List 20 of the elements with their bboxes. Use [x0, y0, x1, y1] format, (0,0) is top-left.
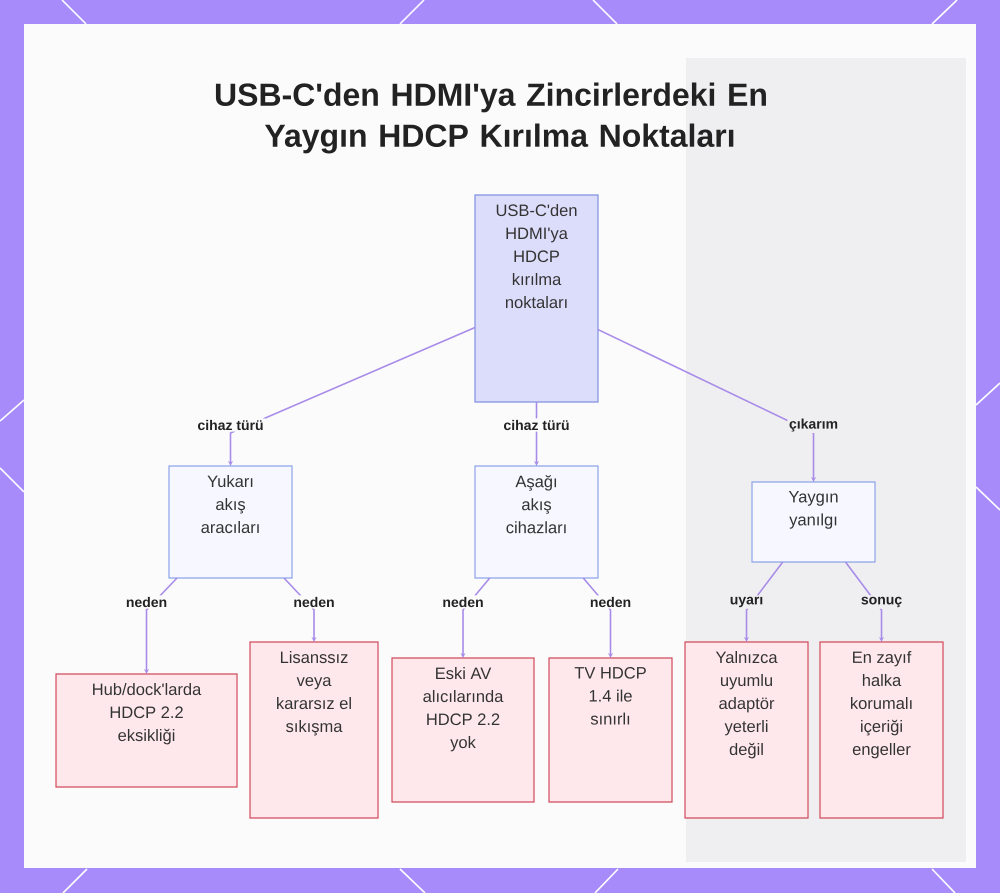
category-box: Aşağı akış cihazları [474, 465, 599, 579]
edge-label: neden [588, 595, 633, 609]
edge-label: çıkarım [788, 416, 840, 434]
category-box: Yukarı akış aracıları [168, 465, 293, 579]
cause-box: Eski AV alıcılarında HDCP 2.2 yok [391, 657, 535, 803]
edge-label: uyarı [728, 595, 765, 609]
edge-label: sonuç [859, 595, 904, 609]
cause-box: Lisanssız veya kararsız el sıkışma [249, 641, 379, 819]
cause-box: En zayıf halka korumalı içeriği engeller [819, 641, 944, 819]
cause-box: TV HDCP 1.4 ile sınırlı [548, 657, 673, 803]
edge-label: neden [292, 595, 336, 609]
edge-label: neden [124, 595, 169, 609]
cause-box: Hub/dock'larda HDCP 2.2 eksikliği [55, 673, 238, 788]
edge-label: cihaz türü [502, 418, 572, 432]
title: USB-C'den HDMI'ya Zincirlerdeki En Yaygın HDCP Kırılma Noktaları [216, 82, 766, 154]
category-box: Yaygın yanılgı [751, 481, 876, 563]
cause-box: Yalnızca uyumlu adaptör yeterli değil [684, 641, 809, 819]
topic-box: USB-C'den HDMI'ya HDCP kırılma noktaları [474, 194, 599, 403]
edge-label: cihaz türü [196, 418, 266, 432]
edge-label: neden [440, 595, 486, 609]
